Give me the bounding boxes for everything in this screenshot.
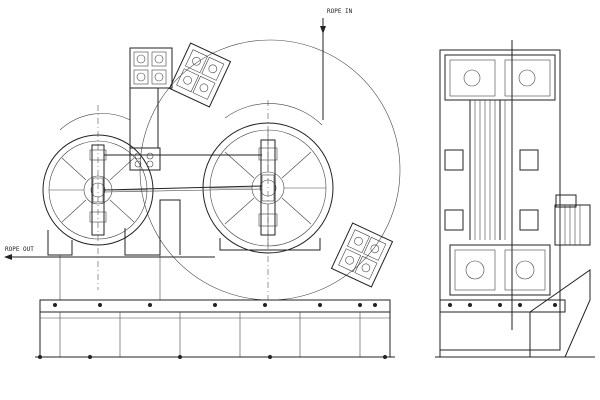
drive-motor (554, 194, 591, 246)
tilted-gearbox-bottom (330, 222, 394, 288)
rope-out-label: ROPE OUT (5, 246, 34, 253)
large-drum-circle (139, 39, 401, 301)
end-view (435, 40, 595, 358)
rope-out-line (4, 254, 215, 260)
side-view (4, 18, 401, 359)
side-base-frame (35, 299, 395, 359)
rope-in-label: ROPE IN (327, 8, 353, 15)
tilted-gearbox-top (168, 42, 232, 108)
grooved-drum (469, 40, 513, 330)
rope-in-line (320, 18, 326, 120)
upper-drive-block (129, 47, 173, 171)
